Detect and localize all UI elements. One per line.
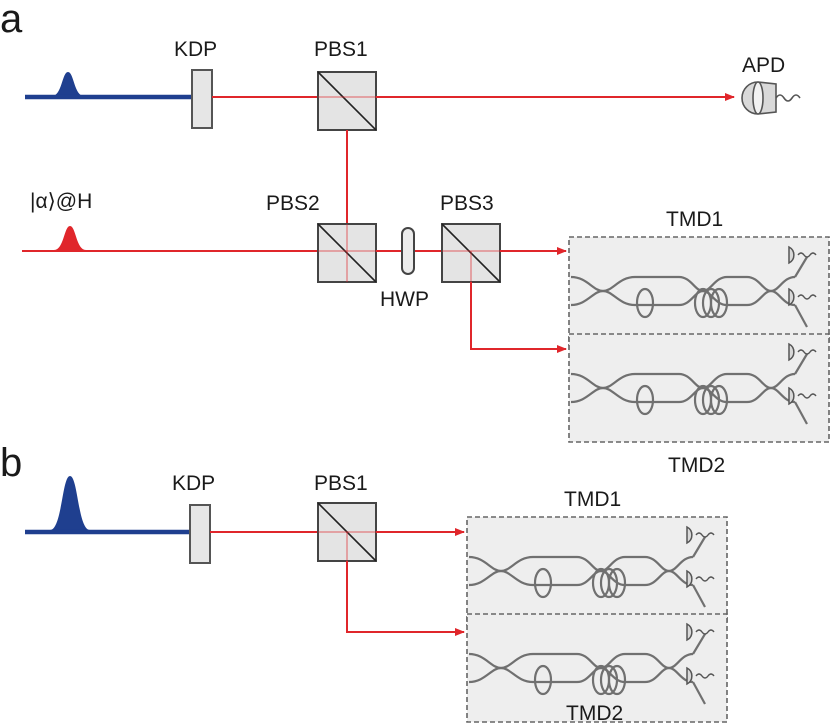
coherent-state-label: |α⟩@H <box>30 190 92 213</box>
hwp-plate <box>401 227 415 275</box>
pump-pulse-a <box>52 72 84 96</box>
kdp-label-b: KDP <box>172 472 215 495</box>
beam-to-tmd2-b <box>346 561 465 636</box>
tmd1-label-b: TMD1 <box>564 488 621 511</box>
panel-b-label: b <box>0 441 22 485</box>
pbs1-label-a: PBS1 <box>314 38 368 61</box>
kdp-label-a: KDP <box>174 38 217 61</box>
panel-a-label: a <box>0 0 23 41</box>
tmd2-label-b: TMD2 <box>566 702 623 724</box>
pbs3-label: PBS3 <box>440 192 494 215</box>
hwp-label: HWP <box>380 288 429 311</box>
beam-to-tmd2-a <box>470 282 567 353</box>
pump-pulse-b <box>50 476 90 530</box>
tmd2-label-a: TMD2 <box>668 454 725 477</box>
kdp-crystal-b <box>189 504 211 564</box>
pbs2-label: PBS2 <box>266 192 320 215</box>
apd-label: APD <box>742 54 785 77</box>
pbs1-label-b: PBS1 <box>314 472 368 495</box>
kdp-crystal-a <box>191 69 213 129</box>
apd-icon <box>741 81 801 115</box>
tmd1-label-a: TMD1 <box>666 208 723 231</box>
coherent-pulse <box>54 226 86 250</box>
